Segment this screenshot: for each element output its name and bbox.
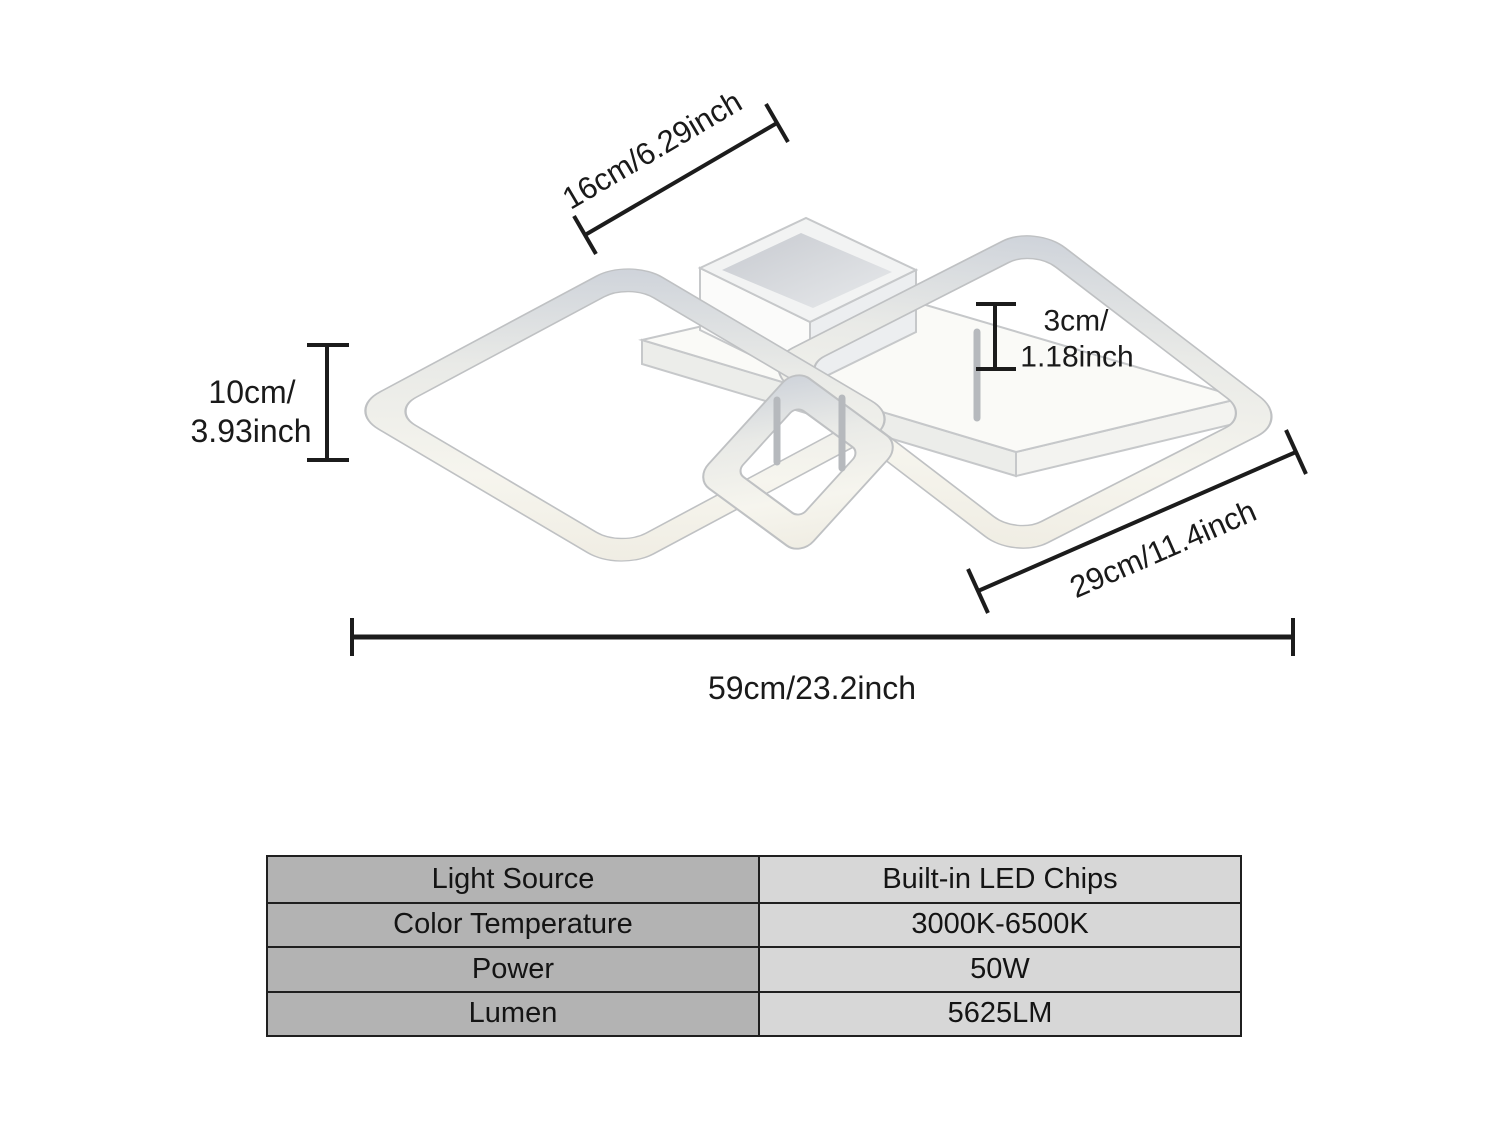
spec-label-color-temperature: Color Temperature <box>268 901 758 946</box>
dim-tick <box>764 102 790 144</box>
dim-label-fixture-height-line1: 10cm/ <box>208 374 295 410</box>
dim-label-overall-length: 59cm/23.2inch <box>708 670 916 706</box>
dim-fixture-height: 10cm/ 3.93inch <box>191 343 349 462</box>
spec-value-lumen: 5625LM <box>758 990 1240 1035</box>
spec-value-light-source: Built-in LED Chips <box>758 857 1240 902</box>
spec-table: Light Source Built-in LED Chips Color Te… <box>266 855 1242 1037</box>
spec-label-lumen: Lumen <box>268 990 758 1035</box>
dim-canopy-height: 3cm/ 1.18inch <box>976 302 1134 374</box>
spec-value-color-temperature: 3000K-6500K <box>758 901 1240 946</box>
canopy-box-inner-shadow <box>722 233 892 308</box>
dim-line <box>977 450 1297 593</box>
right-square-ring <box>777 235 1273 549</box>
spec-value-power: 50W <box>758 946 1240 991</box>
dim-label-canopy-height-line1: 3cm/ <box>1043 305 1109 338</box>
spec-label-power: Power <box>268 946 758 991</box>
dim-tick <box>966 568 990 614</box>
dim-tick <box>572 214 598 256</box>
dim-overall-length: 59cm/23.2inch <box>350 618 1295 706</box>
dim-line <box>583 121 779 237</box>
dim-label-fixture-height-line2: 3.93inch <box>191 413 312 449</box>
canopy-assembly <box>638 216 1246 478</box>
spec-label-light-source: Light Source <box>268 857 758 902</box>
hanging-rods <box>773 394 846 472</box>
dim-tick <box>1284 429 1308 475</box>
dim-canopy-length: 16cm/6.29inch <box>556 84 790 256</box>
dim-label-canopy-height-line2: 1.18inch <box>1020 341 1133 374</box>
